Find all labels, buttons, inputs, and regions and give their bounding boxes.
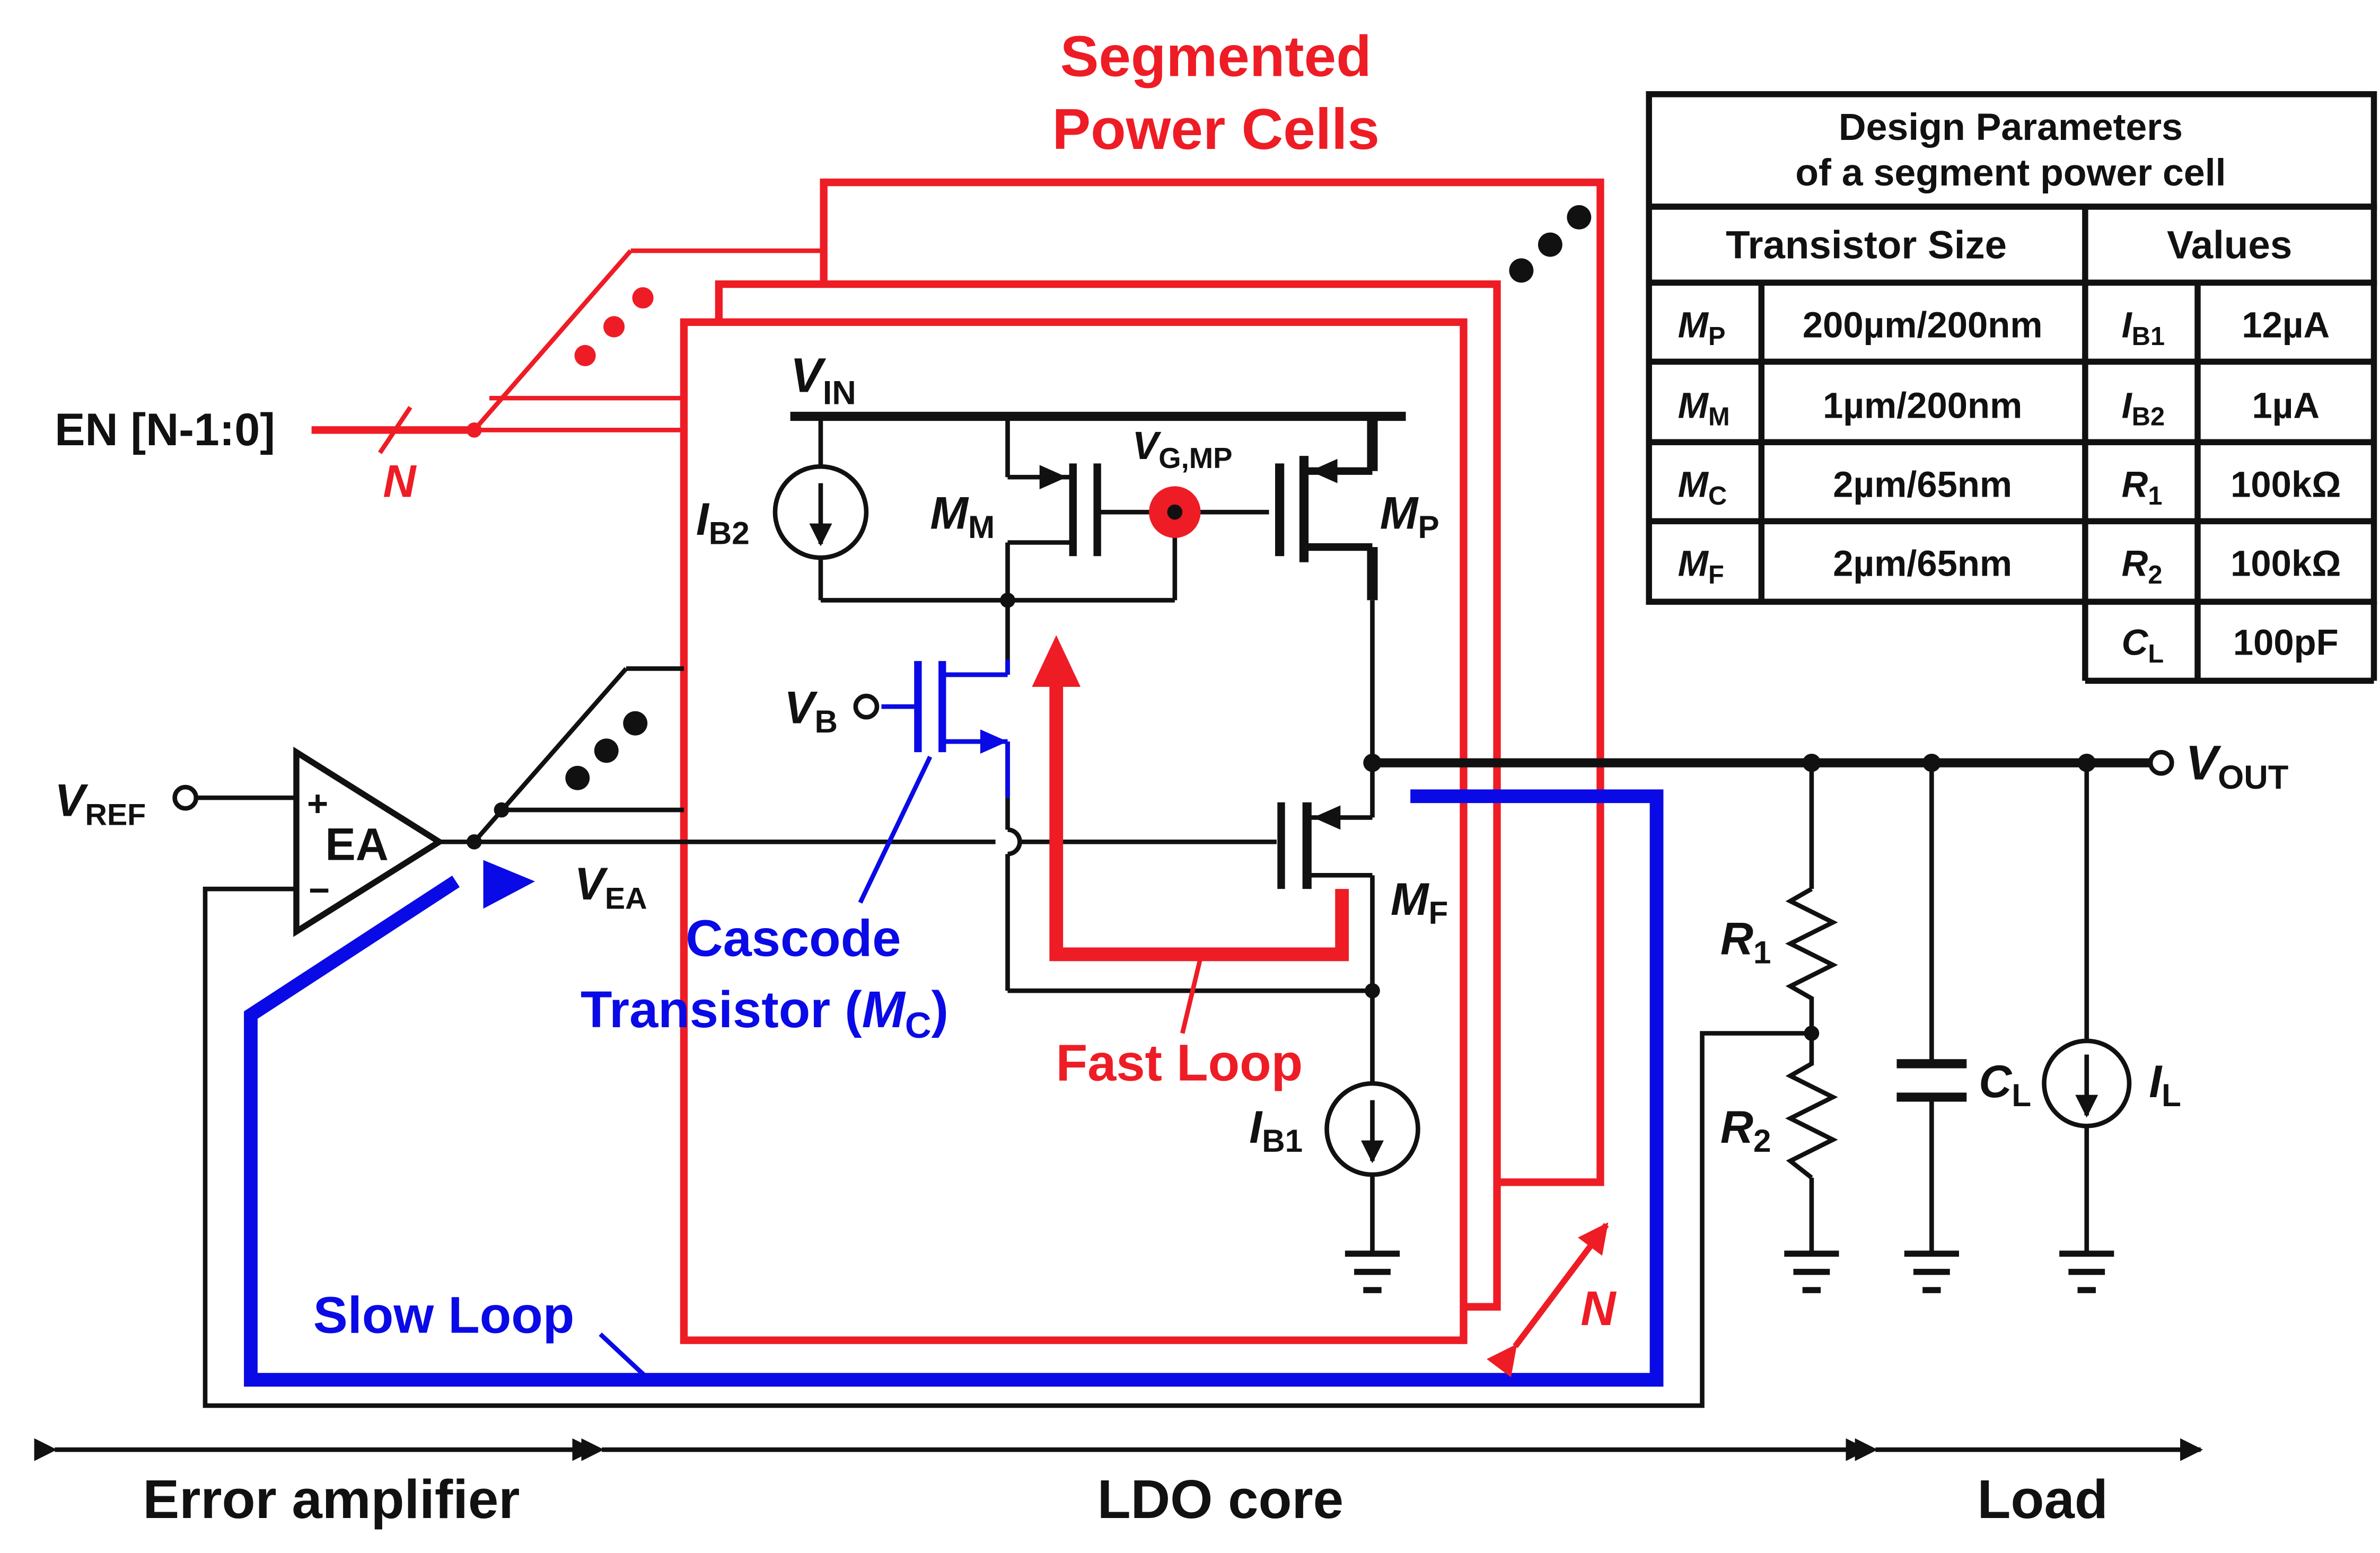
table-cell-value: 12µA <box>2242 304 2330 345</box>
vb-label: VB <box>784 683 838 739</box>
table-header-line1: Design Parameters <box>1839 106 2183 148</box>
table-cell-device: MM <box>1678 385 1730 431</box>
table-cell-size: 2µm/65nm <box>1833 543 2012 584</box>
title-line2: Power Cells <box>1052 97 1380 162</box>
mm-source-arrow <box>1039 465 1067 490</box>
table-cell-device: MF <box>1678 543 1724 589</box>
cascode-label-line1: Cascode <box>686 909 901 967</box>
ib1-label: IB1 <box>1249 1102 1303 1159</box>
n-label: N <box>1580 1282 1617 1336</box>
table-cell-value: 100pF <box>2233 622 2339 663</box>
vref-terminal <box>172 784 199 811</box>
cell-ellipsis-top <box>1509 205 1592 283</box>
table-cell-value: 100kΩ <box>2230 464 2341 505</box>
ib2-label: IB2 <box>696 494 750 551</box>
section-error-amplifier: Error amplifier <box>143 1469 520 1530</box>
table-cell-param: R2 <box>2122 543 2163 589</box>
en-ellipsis <box>574 287 654 366</box>
section-load: Load <box>1977 1469 2107 1530</box>
section-ldo-core: LDO core <box>1097 1469 1343 1530</box>
cascode-transistor <box>881 659 1010 798</box>
vea-ellipsis <box>565 711 648 790</box>
slow-loop-callout <box>599 1333 648 1379</box>
vea-label: VEA <box>575 859 647 915</box>
mp-source-arrow <box>1310 458 1338 483</box>
power-cell-frames <box>680 178 1604 1344</box>
table-cell-size: 2µm/65nm <box>1833 464 2012 505</box>
vgmp-node-center <box>1167 504 1183 520</box>
slow-loop-label: Slow Loop <box>313 1286 575 1344</box>
fast-loop-path <box>1049 681 1349 961</box>
vgmp-label: VG,MP <box>1132 423 1233 474</box>
mp-transistor <box>1275 416 1378 601</box>
en-label: EN [N-1:0] <box>55 404 275 455</box>
cascode-callout-line <box>858 755 933 904</box>
slow-loop-path <box>244 789 1664 1387</box>
mp-label: MP <box>1380 488 1439 545</box>
table-cell-value: 100kΩ <box>2230 543 2341 584</box>
mf-source-arrow <box>1313 805 1341 830</box>
table-cell-device: MC <box>1678 464 1727 510</box>
il-label: IL <box>2149 1056 2181 1113</box>
en-junction-dot <box>467 422 482 438</box>
title-line1: Segmented <box>1060 24 1372 89</box>
table-col-transistor-size: Transistor Size <box>1726 223 2007 267</box>
r1-label: R1 <box>1720 913 1771 970</box>
vb-terminal <box>853 693 880 720</box>
cascode-label-line2: Transistor (MC) <box>581 981 949 1046</box>
table-row-3: MC 2µm/65nm R1 100kΩ <box>1678 464 2341 510</box>
table-row-5: CL 100pF <box>2122 622 2339 668</box>
cl-label: CL <box>1979 1056 2031 1113</box>
table-header-line2: of a segment power cell <box>1795 152 2226 194</box>
cl-capacitor <box>1896 1059 1967 1102</box>
table-row-1: MP 200µm/200nm IB1 12µA <box>1678 304 2330 350</box>
table-cell-param: CL <box>2122 622 2164 668</box>
r2-label: R2 <box>1720 1102 1771 1159</box>
n-double-arrow <box>1487 1222 1609 1378</box>
table-cell-param: R1 <box>2122 464 2163 510</box>
fast-loop-callout <box>1180 957 1203 1034</box>
mm-label: MM <box>930 488 995 545</box>
mf-label: MF <box>1391 874 1448 931</box>
fast-loop-arrowhead <box>1032 635 1081 687</box>
vout-label: VOUT <box>2185 736 2288 796</box>
slow-loop-arrowhead <box>483 860 535 909</box>
ea-minus: − <box>309 870 330 911</box>
r1-resistor <box>1785 887 1838 1034</box>
table-cell-param: IB2 <box>2122 385 2165 431</box>
en-bus-width-label: N <box>383 456 417 507</box>
error-amplifier <box>293 746 445 937</box>
table-row-2: MM 1µm/200nm IB2 1µA <box>1678 385 2320 431</box>
r2-resistor <box>1785 1033 1838 1180</box>
table-cell-value: 1µA <box>2252 385 2320 426</box>
table-cell-size: 1µm/200nm <box>1823 385 2022 426</box>
ea-label: EA <box>325 819 388 870</box>
ground-symbols <box>1345 1250 2114 1293</box>
ea-plus: + <box>307 783 328 824</box>
table-cell-param: IB1 <box>2122 304 2165 350</box>
en-bus <box>311 248 824 454</box>
cascode-source-arrow <box>980 729 1008 754</box>
table-cell-size: 200µm/200nm <box>1803 304 2043 345</box>
table-row-4: MF 2µm/65nm R2 100kΩ <box>1678 543 2341 589</box>
fast-loop-label: Fast Loop <box>1056 1034 1303 1091</box>
vref-label: VREF <box>55 775 146 832</box>
core-wiring <box>197 416 2089 1408</box>
vout-terminal <box>2148 749 2174 776</box>
table-cell-device: MP <box>1678 304 1726 350</box>
parameter-table-grid <box>1646 91 2377 684</box>
table-col-values: Values <box>2167 223 2292 267</box>
mf-transistor <box>1277 802 1312 889</box>
vin-label: VIN <box>791 349 856 412</box>
